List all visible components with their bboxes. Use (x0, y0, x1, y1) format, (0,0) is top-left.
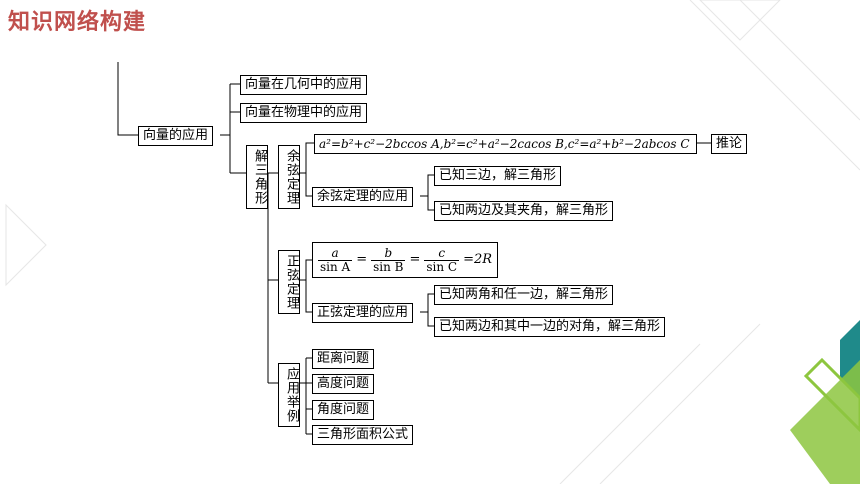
line-root (117, 62, 138, 136)
bg-line-3 (559, 343, 701, 484)
node-cosine-formula: a²=b²+c²−2bccos A,b²=c²+a²−2cacos B,c²=a… (314, 134, 697, 154)
line-sine-app (420, 293, 434, 327)
line-examples-spine (300, 358, 307, 434)
node-cosine-case-three-sides: 已知三边，解三角形 (434, 166, 562, 186)
node-triangle-area-formula: 三角形面积公式 (312, 425, 414, 445)
node-cosine-case-two-sides-angle: 已知两边及其夹角，解三角形 (434, 201, 614, 221)
node-height-problem: 高度问题 (312, 374, 375, 394)
frac-num-a: a (318, 246, 353, 261)
node-vector-geometry: 向量在几何中的应用 (240, 75, 368, 95)
bg-line-4 (599, 323, 761, 484)
line-sine (300, 259, 312, 313)
node-vector-application: 向量的应用 (138, 126, 214, 146)
node-sine-case-two-sides-opposite: 已知两边和其中一边的对角，解三角形 (434, 317, 666, 337)
node-corollary: 推论 (711, 134, 748, 154)
page-title: 知识网络构建 (8, 10, 147, 35)
line-cosine (300, 142, 314, 197)
node-sine-theorem: 正弦定理 (278, 250, 300, 314)
node-vector-physics: 向量在物理中的应用 (240, 103, 368, 123)
bg-diamond-left (5, 203, 47, 287)
bg-line-1 (689, 0, 860, 171)
node-cosine-theorem: 余弦定理 (278, 145, 300, 209)
line-examples-branches (306, 357, 312, 435)
frac-num-b: b (371, 246, 406, 261)
node-distance-problem: 距离问题 (312, 349, 375, 369)
equals-2r: =2R (463, 252, 493, 267)
bg-line-2 (739, 0, 860, 121)
node-angle-problem: 角度问题 (312, 400, 375, 420)
line-vector-branches (230, 83, 246, 174)
node-sine-application: 正弦定理的应用 (312, 303, 414, 323)
frac-den-c: sin C (426, 259, 458, 274)
node-cosine-application: 余弦定理的应用 (312, 187, 414, 207)
frac-den-b: sin B (373, 259, 404, 274)
equals-1: = (356, 252, 368, 267)
node-application-examples: 应用举例 (278, 363, 300, 427)
bg-accent-green-fill (790, 360, 860, 484)
node-solve-triangle: 解三角形 (246, 145, 268, 209)
line-solve-branches (268, 279, 278, 384)
node-sine-case-two-angles-side: 已知两角和任一边，解三角形 (434, 285, 614, 305)
line-cosine-app (420, 174, 434, 211)
equals-2: = (409, 252, 421, 267)
frac-den-a: sin A (320, 259, 351, 274)
frac-num-c: c (424, 246, 460, 261)
